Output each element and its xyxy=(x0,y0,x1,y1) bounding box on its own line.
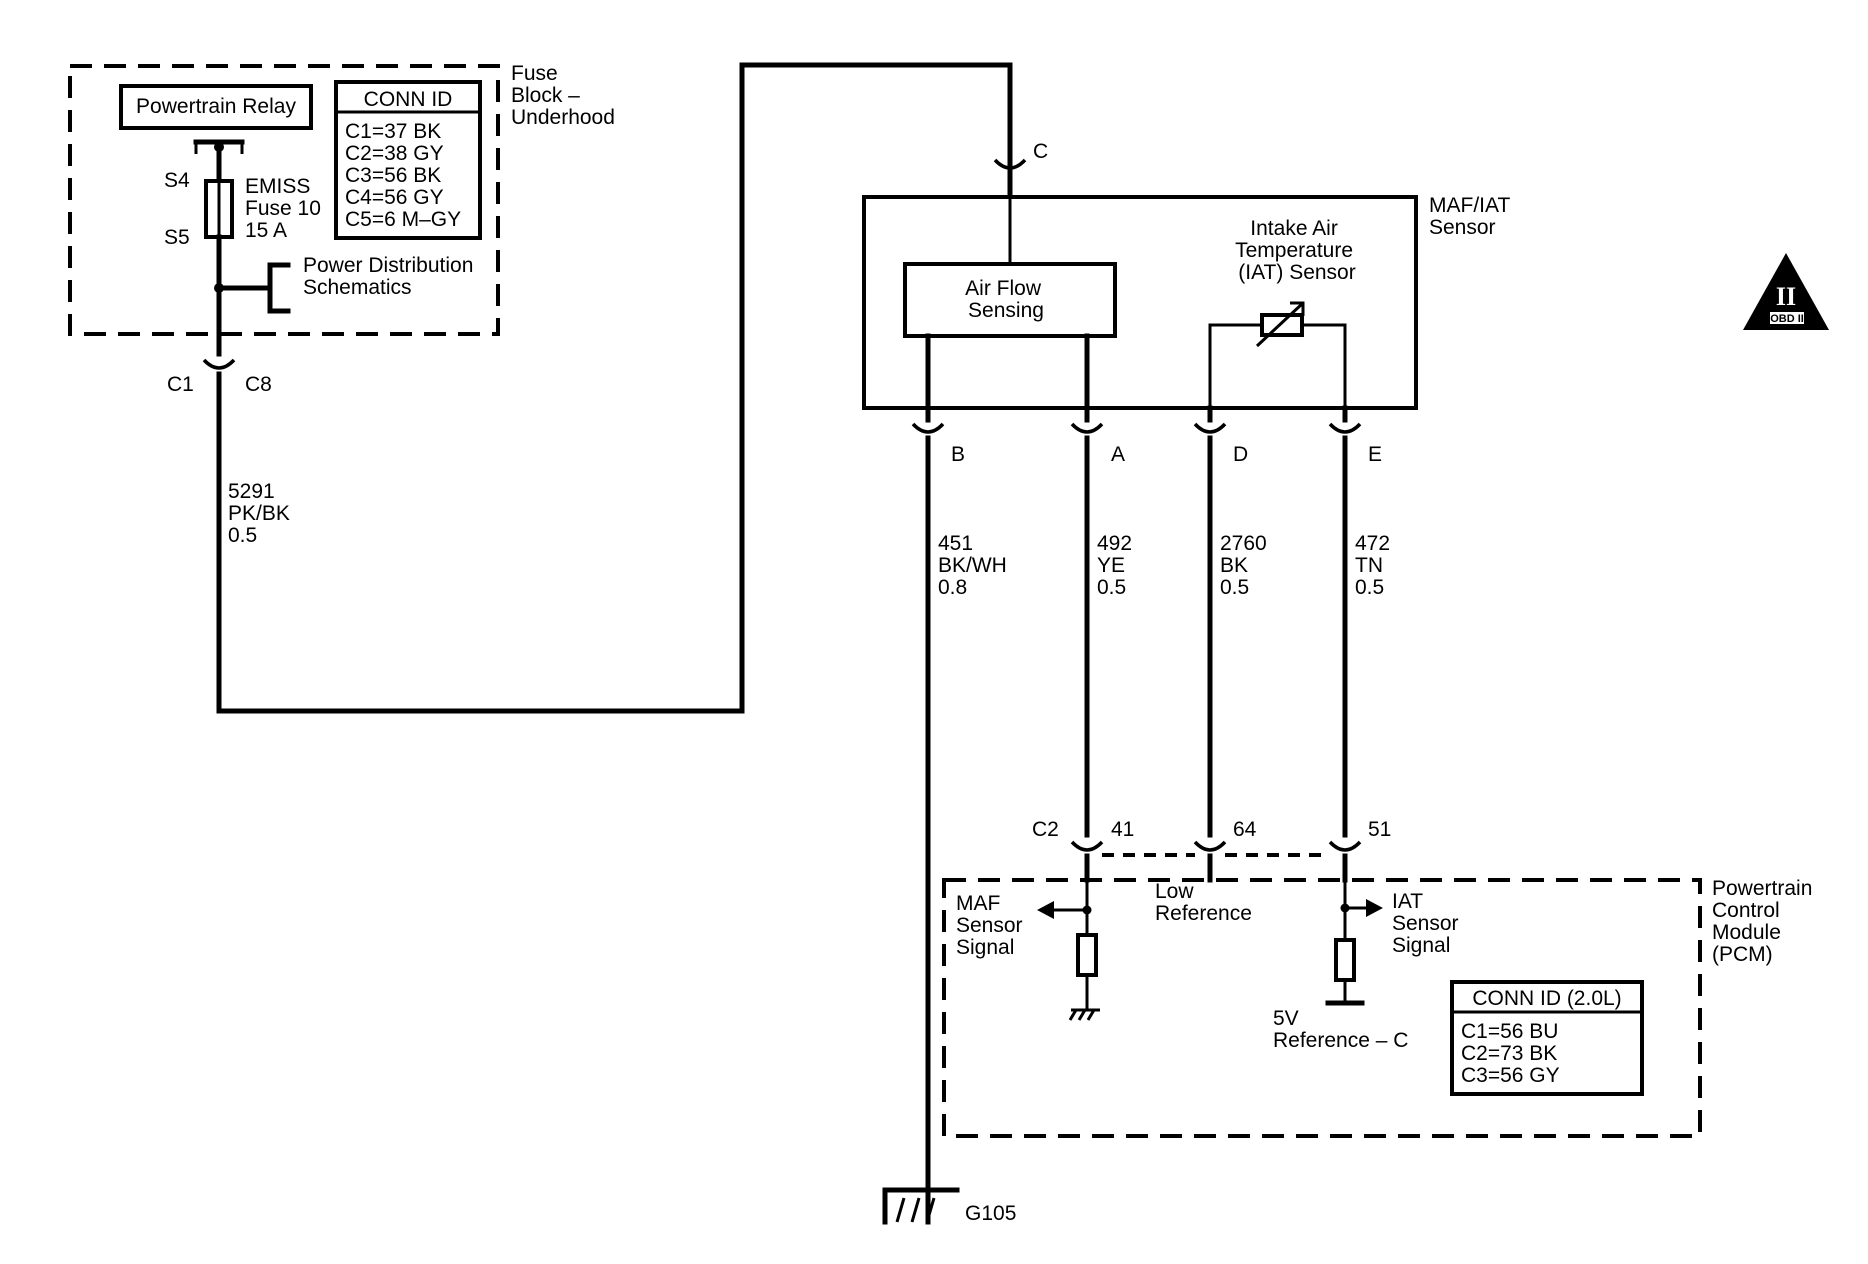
low-reference-label: Low Reference xyxy=(1155,880,1252,925)
wire-5291-label: 5291 PK/BK 0.5 xyxy=(228,480,296,547)
5v-reference-label: 5V Reference – C xyxy=(1273,1007,1408,1052)
obd-ii-badge-icon: II OBD II xyxy=(1743,253,1829,330)
fuse-label: EMISS Fuse 10 15 A xyxy=(245,175,327,242)
pcm-conn-id-header: CONN ID (2.0L) xyxy=(1472,987,1621,1010)
iat-sensor-label: Intake Air Temperature (IAT) Sensor xyxy=(1235,217,1359,284)
maf-iat-sensor: C MAF/IAT Sensor Air Flow Sensing Intake… xyxy=(862,140,1516,466)
obd-ii-numeral: II xyxy=(1776,282,1796,311)
pcm-pin-51: 51 xyxy=(1368,818,1391,841)
ground-g105: G105 xyxy=(882,1187,1016,1225)
conn-id-row: C3=56 BK xyxy=(345,164,441,187)
connector-c1-c8-icon: C1 C8 xyxy=(167,358,272,396)
fuse-block-underhood: Fuse Block – Underhood Powertrain Relay … xyxy=(68,62,615,396)
pcm-conn-id-row: C2=73 BK xyxy=(1461,1042,1557,1065)
pin-d-label: D xyxy=(1233,443,1248,466)
powertrain-relay-box xyxy=(119,84,313,130)
connector-c-label: C xyxy=(1033,140,1048,163)
pcm-pin-41: 41 xyxy=(1111,818,1134,841)
power-distribution-label: Power Distribution Schematics xyxy=(303,254,479,299)
powertrain-relay-label: Powertrain Relay xyxy=(136,95,296,118)
fuse-block-conn-id-table: CONN ID C1=37 BK C2=38 GY C3=56 BK C4=56… xyxy=(334,80,482,240)
maf-signal-circuit: MAF Sensor Signal xyxy=(956,880,1100,1021)
fuse-block-title: Fuse Block – Underhood xyxy=(511,62,615,129)
pin-b-label: B xyxy=(951,443,965,466)
iat-signal-circuit: IAT Sensor Signal 5V Reference – C xyxy=(1273,880,1464,1052)
obd-ii-label: OBD II xyxy=(1770,313,1804,325)
thermistor-icon xyxy=(1255,301,1305,348)
maf-sensor-signal-label: MAF Sensor Signal xyxy=(956,892,1028,959)
powertrain-control-module: C2 41 64 51 Powertrain Control Module (P… xyxy=(942,818,1818,1138)
wire-492-label: 492 YE 0.5 xyxy=(1097,532,1138,599)
air-flow-sensing-label: Air Flow Sensing xyxy=(965,277,1047,322)
wire-472-label: 472 TN 0.5 xyxy=(1355,532,1396,599)
wire-5291: 5291 PK/BK 0.5 xyxy=(216,62,1013,714)
fuse-terminal-s4: S4 xyxy=(164,169,190,192)
iat-sensor-signal-label: IAT Sensor Signal xyxy=(1392,890,1464,957)
connector-c8-label: C8 xyxy=(245,373,272,396)
conn-id-header: CONN ID xyxy=(364,88,453,111)
conn-id-row: C4=56 GY xyxy=(345,186,444,209)
conn-id-row: C5=6 M–GY xyxy=(345,208,461,231)
fuse-terminal-s5: S5 xyxy=(164,226,190,249)
pcm-pin-64: 64 xyxy=(1233,818,1257,841)
pcm-title: Powertrain Control Module (PCM) xyxy=(1712,877,1818,966)
sensor-pin-connectors: B A D E xyxy=(911,422,1382,466)
pcm-boundary xyxy=(942,878,1702,1138)
conn-id-row: C2=38 GY xyxy=(345,142,444,165)
chassis-ground-icon xyxy=(1068,1008,1100,1021)
fuse-block-boundary xyxy=(68,64,500,336)
pin-e-label: E xyxy=(1368,443,1382,466)
pcm-conn-id-row: C3=56 GY xyxy=(1461,1064,1560,1087)
air-flow-sensing-box xyxy=(903,262,1117,338)
pin-a-label: A xyxy=(1111,443,1125,466)
connector-c2-label: C2 xyxy=(1032,818,1059,841)
wire-451-label: 451 BK/WH 0.8 xyxy=(938,532,1013,599)
maf-iat-sensor-title: MAF/IAT Sensor xyxy=(1429,194,1516,239)
pcm-conn-id-table: CONN ID (2.0L) C1=56 BU C2=73 BK C3=56 G… xyxy=(1450,980,1644,1096)
sensor-wires: 451 BK/WH 0.8 492 YE 0.5 2760 BK 0.5 472… xyxy=(925,435,1396,1225)
power-distribution-reference: Power Distribution Schematics xyxy=(216,254,479,314)
wire-2760-label: 2760 BK 0.5 xyxy=(1220,532,1273,599)
connector-c1-label: C1 xyxy=(167,373,194,396)
ground-g105-label: G105 xyxy=(965,1202,1016,1225)
pcm-conn-id-row: C1=56 BU xyxy=(1461,1020,1558,1043)
emiss-fuse-10: S4 S5 EMISS Fuse 10 15 A xyxy=(164,149,327,249)
conn-id-row: C1=37 BK xyxy=(345,120,441,143)
